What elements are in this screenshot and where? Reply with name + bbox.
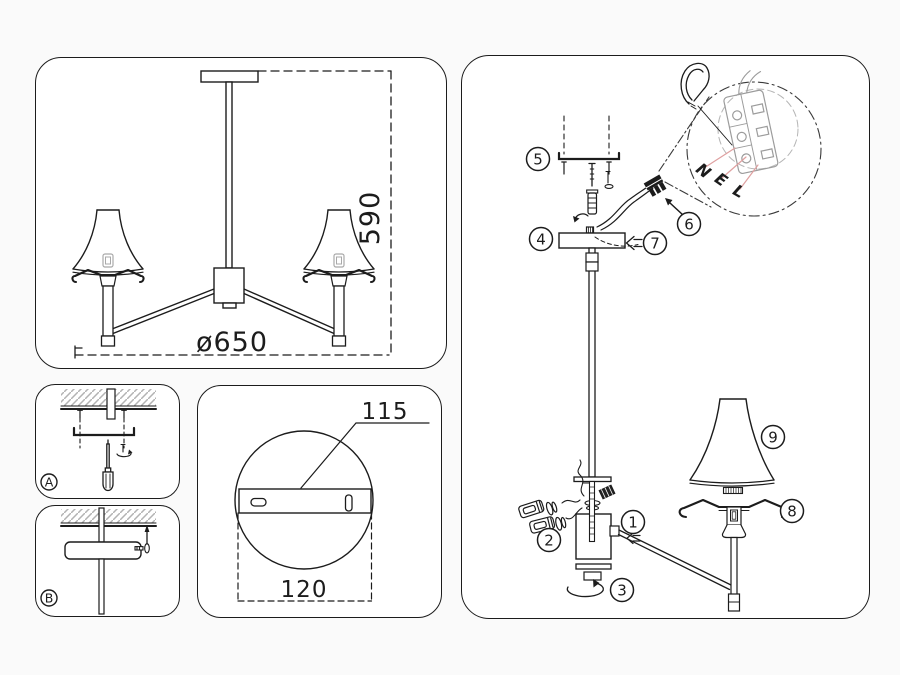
part-9-shade	[689, 398, 775, 487]
wire-leaders	[703, 147, 759, 190]
terminal-block-detail	[723, 70, 779, 175]
diameter-dimension-label: ø650	[196, 327, 268, 358]
left-arm	[111, 288, 215, 335]
stem-rod	[225, 81, 233, 269]
step-a-badge	[40, 473, 58, 491]
hole-spacing-label: 115	[362, 399, 409, 425]
bottom-cap	[583, 571, 602, 581]
screw-axes	[79, 417, 125, 449]
socket-assembly	[678, 486, 790, 612]
right-arm	[243, 288, 336, 335]
panel-overview: ø650 590	[35, 57, 447, 369]
side-screw-icon	[134, 543, 150, 554]
part-5-badge	[525, 146, 551, 172]
mounting-screws	[77, 409, 127, 419]
part-6-connector	[643, 174, 684, 216]
height-dimension-label: 590	[355, 191, 386, 246]
bracket-tab	[106, 388, 116, 420]
part-6-label: 6	[684, 216, 694, 234]
body-cap	[222, 302, 237, 309]
panel-step-a: A	[35, 384, 180, 499]
plate-width-label: 120	[281, 577, 328, 603]
panel-canopy-detail: 115 120	[197, 385, 442, 618]
stem-rod	[98, 558, 105, 615]
part-6-badge	[676, 211, 702, 237]
slot-left	[250, 497, 267, 507]
part-1-label: 1	[628, 514, 638, 532]
part-5-label: 5	[533, 151, 543, 169]
part-2-badge	[536, 527, 562, 553]
dimension-lines	[74, 70, 392, 356]
canopy-plate	[64, 541, 142, 560]
stem-rod	[573, 247, 612, 483]
part-7-arrow	[625, 235, 643, 251]
part-1-arrow	[626, 532, 641, 545]
part-8-label: 8	[787, 503, 797, 521]
central-body-assembly	[575, 480, 620, 581]
dimension-tick	[74, 345, 83, 359]
step-a-drawing: A	[40, 388, 157, 492]
part-badges: 1 2 3 4 5 6 7 8 9	[525, 146, 805, 603]
part-3-badge	[609, 577, 635, 603]
rotate-screw-icon	[116, 443, 133, 458]
step-a-label: A	[45, 475, 54, 490]
part-3-label: 3	[617, 582, 627, 600]
slot-right	[344, 494, 353, 512]
part-7-badge	[642, 230, 668, 256]
dim-lines-120	[237, 512, 373, 602]
step-b-drawing: B	[40, 507, 157, 615]
central-body	[213, 267, 245, 304]
up-arrow	[144, 524, 150, 545]
overview-drawing: ø650 590	[71, 70, 392, 359]
ceiling-plate	[200, 70, 259, 83]
part-4-canopy	[558, 213, 639, 249]
wire-e-label: E	[711, 169, 731, 191]
part-9-badge	[760, 424, 786, 450]
step-b-label: B	[45, 591, 54, 606]
canopy-circle	[234, 430, 374, 570]
wire-l-label: L	[730, 180, 748, 202]
stem-through-ceiling	[98, 507, 105, 543]
leader-line-115	[300, 422, 430, 489]
screwdriver-icon	[102, 439, 114, 492]
canopy-detail-drawing: 115 120	[234, 399, 430, 603]
chandelier-front-view	[111, 70, 336, 335]
step-b-badge	[40, 589, 58, 607]
panel-exploded: N E L	[461, 55, 870, 619]
part-1-badge	[620, 509, 646, 535]
mounting-bracket	[72, 426, 136, 437]
part-9-label: 9	[768, 429, 778, 447]
part-7-label: 7	[650, 235, 660, 253]
ceiling-hatch	[61, 509, 156, 523]
part-2-label: 2	[544, 532, 554, 550]
part-5-bracket-set	[557, 115, 621, 215]
part-1-arm	[617, 529, 732, 591]
part-4-label: 4	[536, 231, 546, 249]
rotate-arrow	[566, 579, 604, 598]
panel-step-b: B	[35, 505, 180, 617]
arm-socket-tab	[609, 525, 620, 537]
rod-junction-hardware	[582, 482, 616, 511]
bottom-plate	[575, 563, 612, 570]
exploded-drawing: N E L	[518, 62, 822, 612]
mains-wires	[596, 184, 654, 231]
part-8-badge	[779, 498, 805, 524]
part-4-badge	[528, 226, 554, 252]
part-2-plugs	[518, 459, 585, 534]
cable-loop-icon	[680, 62, 733, 146]
